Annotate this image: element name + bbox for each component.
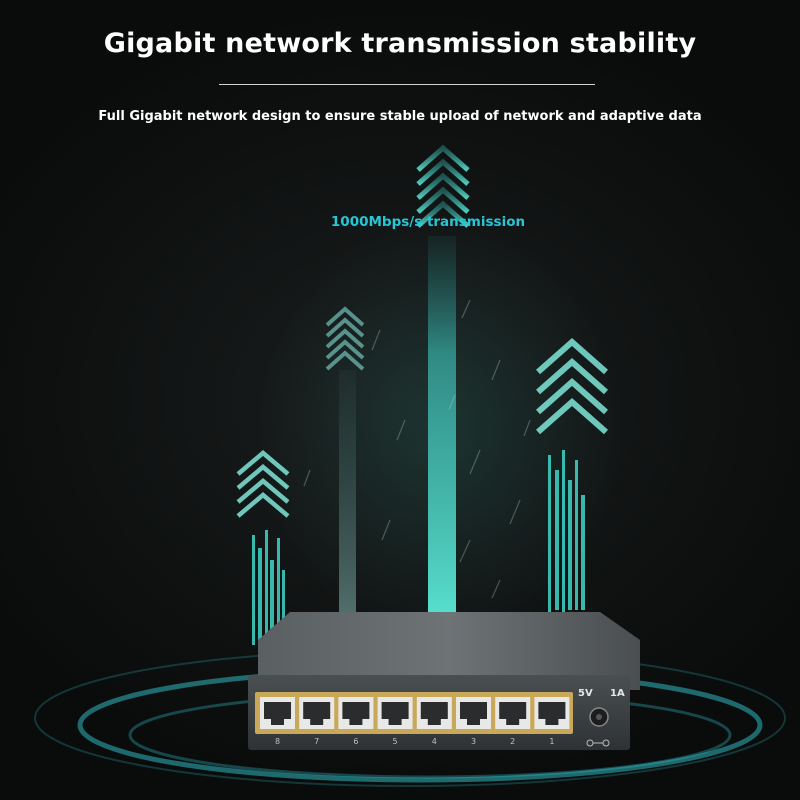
headline: Gigabit network transmission stability bbox=[103, 28, 697, 59]
power-symbol-icon bbox=[586, 739, 610, 747]
power-voltage-label: 5V bbox=[578, 688, 593, 699]
subheadline: Full Gigabit network design to ensure st… bbox=[98, 109, 702, 124]
left-mid-chevrons bbox=[325, 306, 365, 371]
speed-label: 1000Mbps/s transmission bbox=[330, 214, 526, 230]
left-chevrons bbox=[236, 450, 290, 518]
ethernet-port bbox=[299, 697, 335, 729]
right-data-bars bbox=[548, 450, 585, 615]
central-beam bbox=[428, 236, 456, 631]
port-number: 6 bbox=[353, 737, 359, 746]
switch-top bbox=[258, 612, 640, 690]
ethernet-port bbox=[338, 697, 374, 729]
power-current-label: 1A bbox=[610, 688, 625, 699]
port-number: 3 bbox=[470, 737, 477, 746]
light-streaks bbox=[303, 299, 531, 599]
port-number: 2 bbox=[510, 737, 516, 746]
power-jack-pin bbox=[596, 714, 602, 720]
ports-frame bbox=[255, 692, 573, 734]
network-switch bbox=[248, 612, 640, 750]
divider-line bbox=[219, 84, 595, 85]
ethernet-port bbox=[456, 697, 491, 729]
ethernet-port bbox=[534, 697, 570, 729]
ethernet-port bbox=[260, 697, 295, 729]
port-number: 4 bbox=[431, 737, 437, 746]
central-chevrons bbox=[416, 144, 470, 228]
ethernet-ports bbox=[260, 697, 570, 729]
ethernet-port bbox=[495, 697, 531, 729]
ethernet-port bbox=[416, 697, 452, 729]
left-beam bbox=[339, 370, 356, 630]
port-number: 7 bbox=[314, 737, 320, 746]
port-number: 5 bbox=[392, 737, 398, 746]
ethernet-port bbox=[377, 697, 413, 729]
port-number: 1 bbox=[549, 737, 555, 746]
left-data-bars bbox=[252, 530, 285, 645]
port-number: 8 bbox=[274, 737, 281, 746]
right-chevrons bbox=[536, 337, 608, 435]
